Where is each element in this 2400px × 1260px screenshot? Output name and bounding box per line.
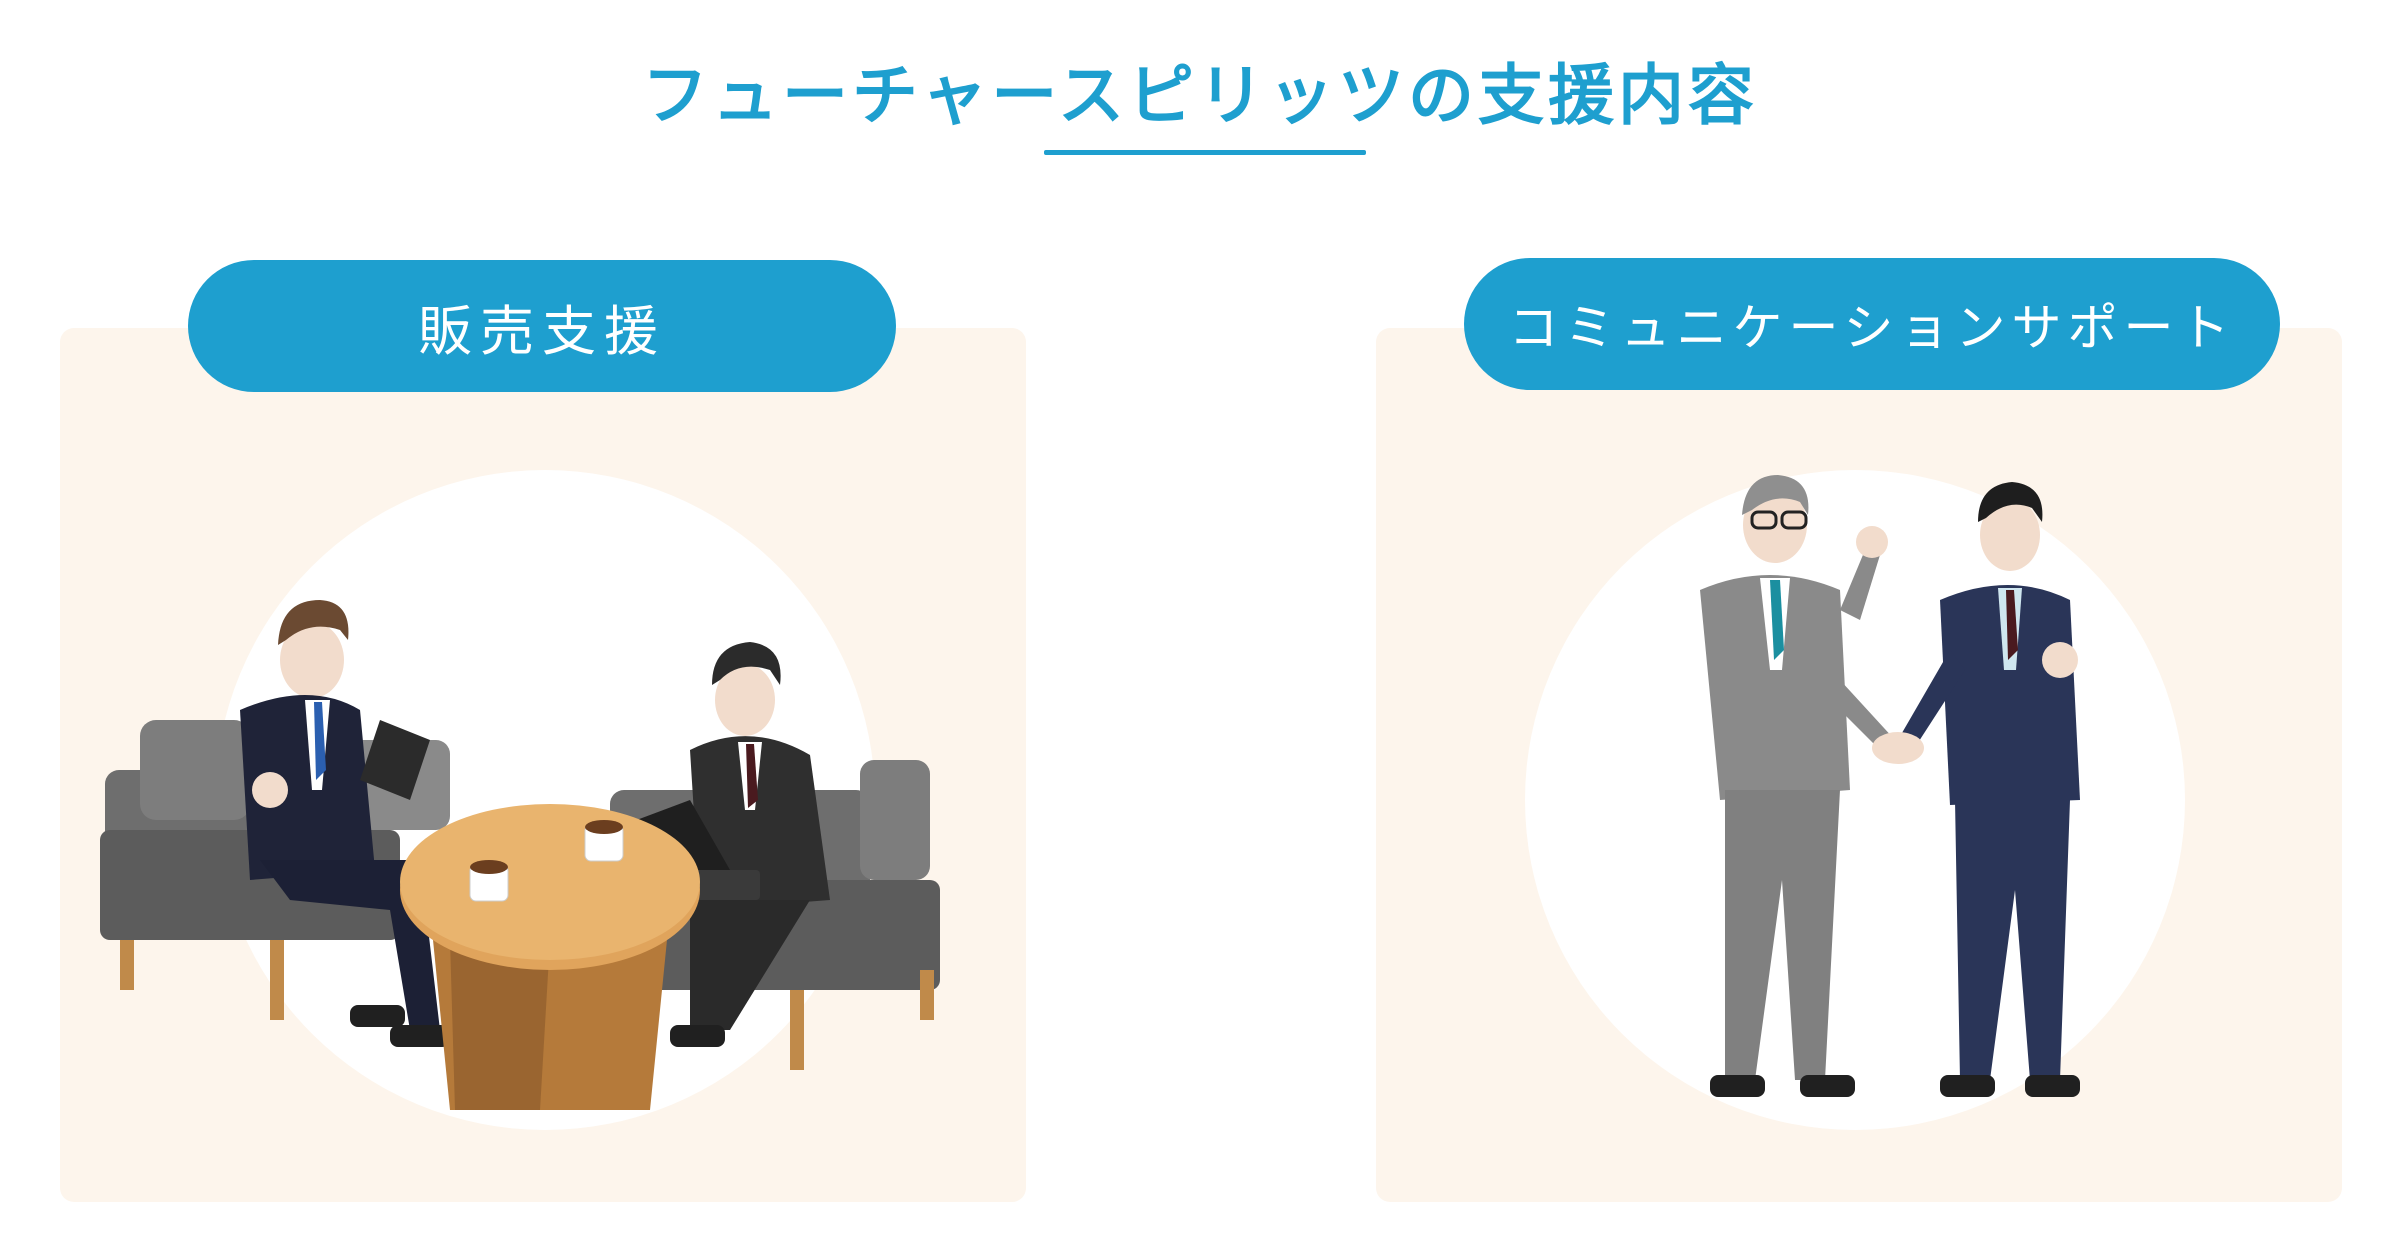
handshake — [1872, 732, 1924, 764]
left-businessman — [240, 600, 450, 1047]
coffee-cups — [469, 820, 624, 902]
meeting-at-table-illustration — [100, 470, 940, 1130]
navy-suit-businessman — [1895, 482, 2080, 1097]
card-label-communication-support: コミュニケーションサポート — [1464, 258, 2280, 390]
handshake-illustration — [1525, 470, 2185, 1130]
round-table — [400, 804, 700, 1110]
grey-suit-businessman — [1700, 475, 1895, 1097]
page-title: フューチャースピリッツの支援内容 — [641, 57, 1759, 134]
card-label-sales-support: 販売支援 — [188, 260, 896, 392]
title-underline — [1044, 150, 1366, 155]
